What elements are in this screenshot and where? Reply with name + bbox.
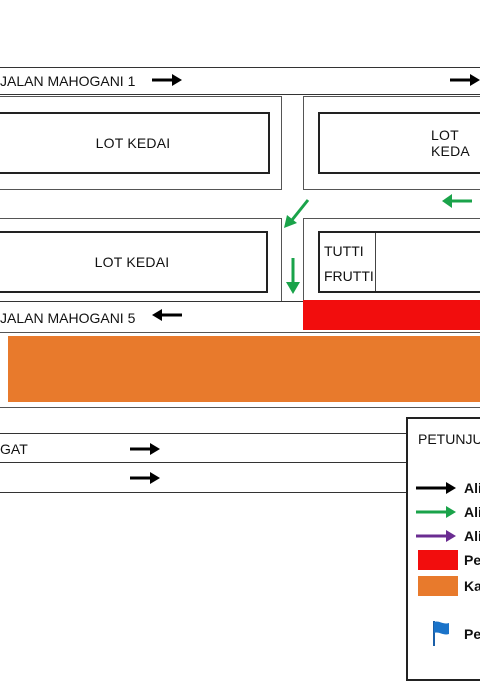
legend-item-5-text: Ka: [464, 578, 480, 594]
tutti-frutti-shop: TUTTI FRUTTI: [318, 231, 480, 293]
legend-purple-arrow-icon: [416, 530, 456, 542]
road-label-jalan-mahogani-1: JALAN MAHOGANI 1: [0, 73, 136, 89]
road-bottom: [0, 433, 419, 493]
legend: PETUNJUK Ali Ali Ali Pe Ka Pe: [406, 417, 480, 681]
lot-kedai-top-left: LOT KEDAI: [0, 112, 270, 174]
flag-icon: [433, 621, 449, 646]
road-label-bottom: GAT: [0, 441, 28, 457]
legend-green-arrow-icon: [416, 506, 456, 518]
entry-arrow-icon: [284, 199, 310, 228]
legend-title: PETUNJUK: [418, 431, 480, 447]
shop-name-line2: FRUTTI: [324, 268, 374, 284]
entry-arrow-icon: [286, 258, 300, 294]
road-jalan-mahogani-1: [0, 67, 480, 95]
road-label-jalan-mahogani-5: JALAN MAHOGANI 5: [0, 310, 136, 326]
traffic-arrow-icon: [130, 443, 160, 455]
orange-zone: [8, 336, 480, 402]
legend-black-arrow-icon: [416, 482, 456, 494]
road-jalan-mahogani-5-edge: [0, 301, 303, 302]
lot-kedai-top-right-label: LOT KEDA: [431, 127, 470, 159]
shop-divider: [375, 233, 376, 291]
red-zone: [303, 300, 480, 330]
legend-item-2-text: Ali: [464, 504, 480, 520]
legend-item-3-text: Ali: [464, 528, 480, 544]
traffic-arrow-icon: [130, 472, 160, 484]
lot-kedai-top-right: LOT KEDA: [318, 112, 480, 174]
shop-name-line1: TUTTI: [324, 243, 364, 259]
traffic-arrow-icon: [152, 74, 182, 86]
entry-arrow-icon: [442, 194, 472, 208]
lot-kedai-bottom-left: LOT KEDAI: [0, 231, 268, 293]
legend-red-swatch: [418, 550, 458, 570]
legend-item-4-text: Pe: [464, 552, 480, 568]
legend-orange-swatch: [418, 576, 458, 596]
legend-item-1-text: Ali: [464, 480, 480, 496]
road-bottom-divider: [0, 462, 418, 463]
legend-item-6-text: Pe: [464, 626, 480, 642]
traffic-arrow-icon: [152, 309, 182, 321]
traffic-arrow-icon: [450, 74, 480, 86]
